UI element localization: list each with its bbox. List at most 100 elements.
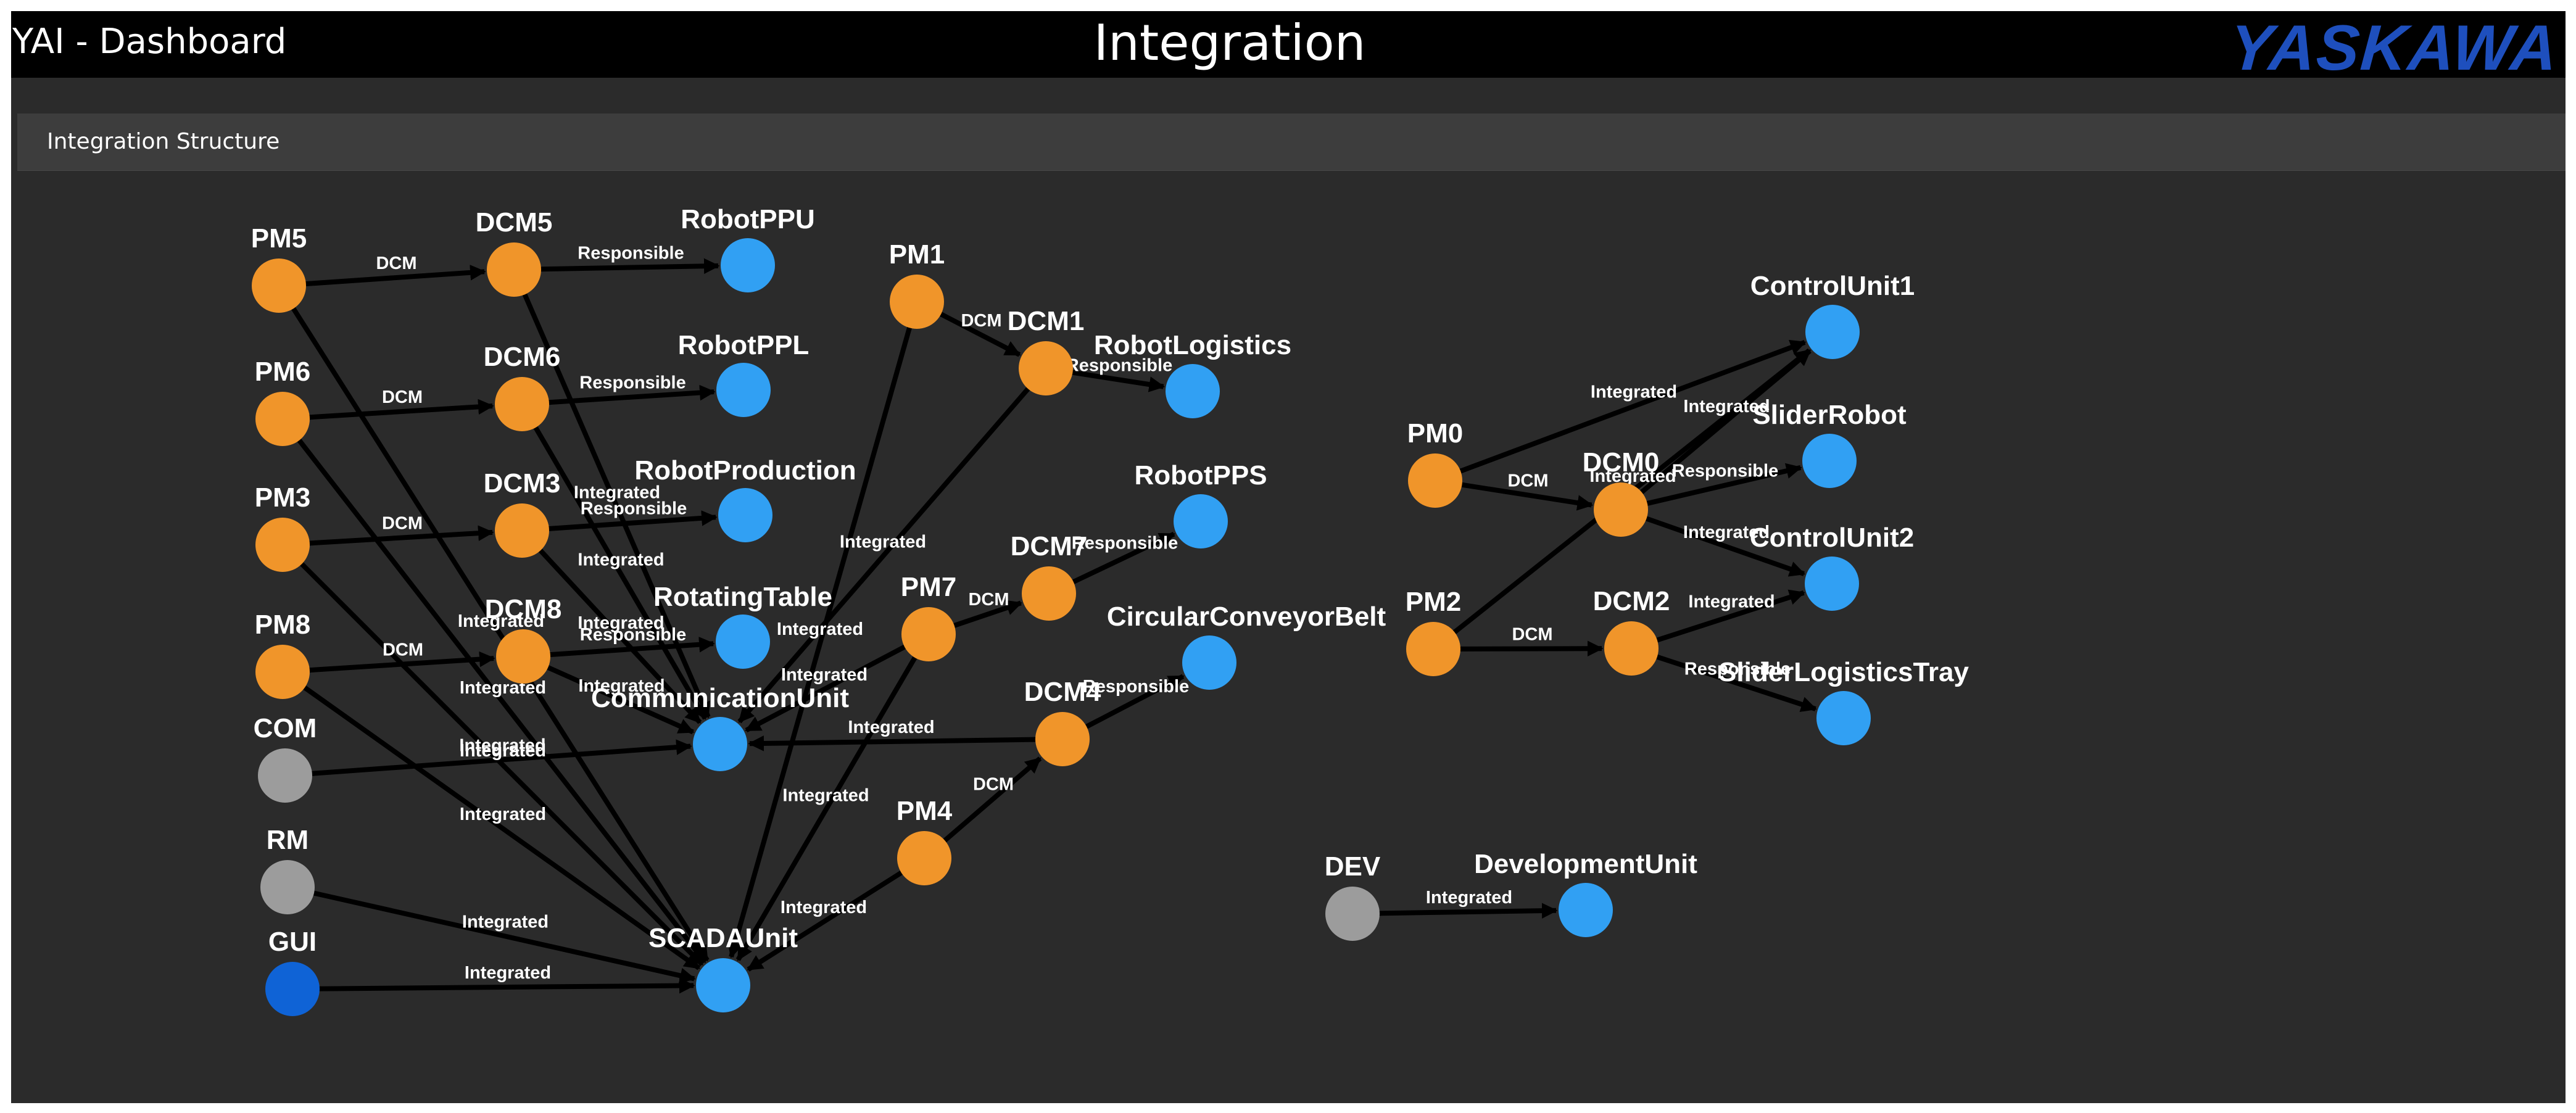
node-dcm5[interactable] xyxy=(487,242,541,297)
node-pm8[interactable] xyxy=(255,645,310,699)
edges-layer xyxy=(283,258,1817,994)
node-label: RobotPPU xyxy=(681,204,815,234)
app-title[interactable]: YAI - Dashboard xyxy=(12,22,287,62)
node-dcm6[interactable] xyxy=(495,377,549,431)
edge-DCM0-SliderRobot[interactable] xyxy=(1631,463,1802,510)
node-dev[interactable] xyxy=(1325,887,1380,941)
edge-PM5-DCM5[interactable] xyxy=(289,265,486,288)
node-label: PM4 xyxy=(897,796,953,826)
edge-DCM5-RobotPPU[interactable] xyxy=(524,258,720,275)
edge-PM7-SCADAUnit[interactable] xyxy=(735,642,926,961)
edge-label: Integrated xyxy=(781,898,867,917)
edge-PM6-SCADAUnit[interactable] xyxy=(287,426,707,964)
node-dcm7[interactable] xyxy=(1022,566,1076,621)
node-label: RobotPPS xyxy=(1134,460,1267,490)
node-rotatingtable[interactable] xyxy=(716,614,770,669)
edge-PM0-DCM0[interactable] xyxy=(1445,479,1594,511)
node-pm2[interactable] xyxy=(1406,622,1460,676)
node-pm1[interactable] xyxy=(890,275,944,329)
edge-DCM6-RobotPPL[interactable] xyxy=(532,384,716,406)
edge-DCM1-CommunicationUnit[interactable] xyxy=(737,374,1041,724)
edge-label: Integrated xyxy=(462,912,549,932)
edge-PM2-DCM2[interactable] xyxy=(1444,640,1604,657)
edge-DCM8-CommunicationUnit[interactable] xyxy=(532,658,695,735)
edge-GUI-SCADAUnit[interactable] xyxy=(303,977,695,994)
node-dcm1[interactable] xyxy=(1019,341,1073,395)
header-spacer xyxy=(11,78,2566,114)
edge-label: Integrated xyxy=(1426,888,1512,908)
node-dcm8[interactable] xyxy=(496,629,550,684)
edge-DCM0-ControlUnit2[interactable] xyxy=(1630,511,1806,577)
edge-label: Integrated xyxy=(574,483,660,503)
node-rm[interactable] xyxy=(260,860,315,914)
edge-DCM3-CommunicationUnit[interactable] xyxy=(528,537,702,724)
node-pm3[interactable] xyxy=(255,518,310,572)
node-scadaunit[interactable] xyxy=(696,958,750,1012)
edge-DCM5-CommunicationUnit[interactable] xyxy=(516,278,711,719)
node-dcm0[interactable] xyxy=(1594,482,1648,537)
edge-label: Integrated xyxy=(1683,523,1770,542)
node-label: DCM4 xyxy=(1024,677,1101,707)
edge-labels-layer: DCMResponsibleDCMResponsibleDCMResponsib… xyxy=(376,244,1791,983)
edge-DCM4-CircularConveyorBelt[interactable] xyxy=(1071,674,1185,737)
edge-DCM4-CommunicationUnit[interactable] xyxy=(748,735,1052,751)
edge-PM7-CommunicationUnit[interactable] xyxy=(745,637,921,733)
edge-label: DCM xyxy=(383,640,423,660)
node-label: SliderLogisticsTray xyxy=(1718,657,1969,687)
edge-PM3-DCM3[interactable] xyxy=(293,525,494,547)
node-gui[interactable] xyxy=(265,962,320,1016)
edge-PM8-SCADAUnit[interactable] xyxy=(290,676,701,970)
edge-DCM8-RotatingTable[interactable] xyxy=(534,637,715,658)
node-dcm3[interactable] xyxy=(495,503,549,558)
node-sliderlogisticstray[interactable] xyxy=(1816,691,1871,745)
node-label: CircularConveyorBelt xyxy=(1107,602,1386,632)
edge-PM1-DCM1[interactable] xyxy=(925,304,1021,357)
edge-label: DCM xyxy=(376,254,416,273)
node-robotproduction[interactable] xyxy=(718,488,772,542)
node-dcm2[interactable] xyxy=(1604,621,1659,676)
edge-PM1-SCADAUnit[interactable] xyxy=(727,311,917,959)
edge-DCM2-ControlUnit2[interactable] xyxy=(1641,589,1805,648)
node-pm7[interactable] xyxy=(901,607,956,661)
edge-PM4-SCADAUnit[interactable] xyxy=(747,862,917,972)
node-pm6[interactable] xyxy=(255,392,310,446)
node-pm0[interactable] xyxy=(1408,453,1462,508)
edge-DCM1-RobotLogistics[interactable] xyxy=(1056,367,1166,392)
edge-label: DCM xyxy=(968,590,1009,610)
edge-PM6-DCM6[interactable] xyxy=(293,399,494,421)
edge-PM0-ControlUnit1[interactable] xyxy=(1444,339,1807,479)
edge-label: Integrated xyxy=(848,718,934,737)
edge-RM-SCADAUnit[interactable] xyxy=(297,887,696,983)
node-communicationunit[interactable] xyxy=(693,717,747,771)
edge-COM-CommunicationUnit[interactable] xyxy=(296,739,692,777)
edge-label: Responsible xyxy=(1684,660,1791,679)
section-header[interactable]: Integration Structure xyxy=(17,114,2566,171)
edge-label: Integrated xyxy=(782,786,869,806)
node-robotlogistics[interactable] xyxy=(1166,364,1220,418)
node-robotpps[interactable] xyxy=(1174,494,1228,548)
edge-PM5-SCADAUnit[interactable] xyxy=(283,293,710,962)
node-label: DCM2 xyxy=(1593,586,1670,616)
edge-DEV-DevelopmentUnit[interactable] xyxy=(1363,903,1558,919)
node-developmentunit[interactable] xyxy=(1559,883,1613,937)
node-sliderrobot[interactable] xyxy=(1802,434,1857,488)
edge-label: Integrated xyxy=(781,665,868,685)
node-com[interactable] xyxy=(258,748,312,803)
edge-PM8-DCM8[interactable] xyxy=(293,651,495,674)
node-controlunit2[interactable] xyxy=(1805,556,1859,611)
node-dcm4[interactable] xyxy=(1035,712,1090,766)
edge-DCM7-RobotPPS[interactable] xyxy=(1058,532,1175,592)
node-robotppl[interactable] xyxy=(716,363,771,417)
edge-PM4-DCM4[interactable] xyxy=(930,756,1042,853)
node-pm4[interactable] xyxy=(897,831,951,885)
node-robotppu[interactable] xyxy=(721,238,775,292)
edge-label: Integrated xyxy=(578,676,665,696)
node-label: DevelopmentUnit xyxy=(1474,849,1697,879)
edge-DCM2-SliderLogisticsTray[interactable] xyxy=(1641,649,1817,712)
edge-DCM6-CommunicationUnit[interactable] xyxy=(525,412,708,720)
node-circularconveyorbelt[interactable] xyxy=(1182,635,1236,690)
node-pm5[interactable] xyxy=(252,259,306,313)
edge-PM3-SCADAUnit[interactable] xyxy=(288,550,704,966)
node-controlunit1[interactable] xyxy=(1805,305,1860,359)
